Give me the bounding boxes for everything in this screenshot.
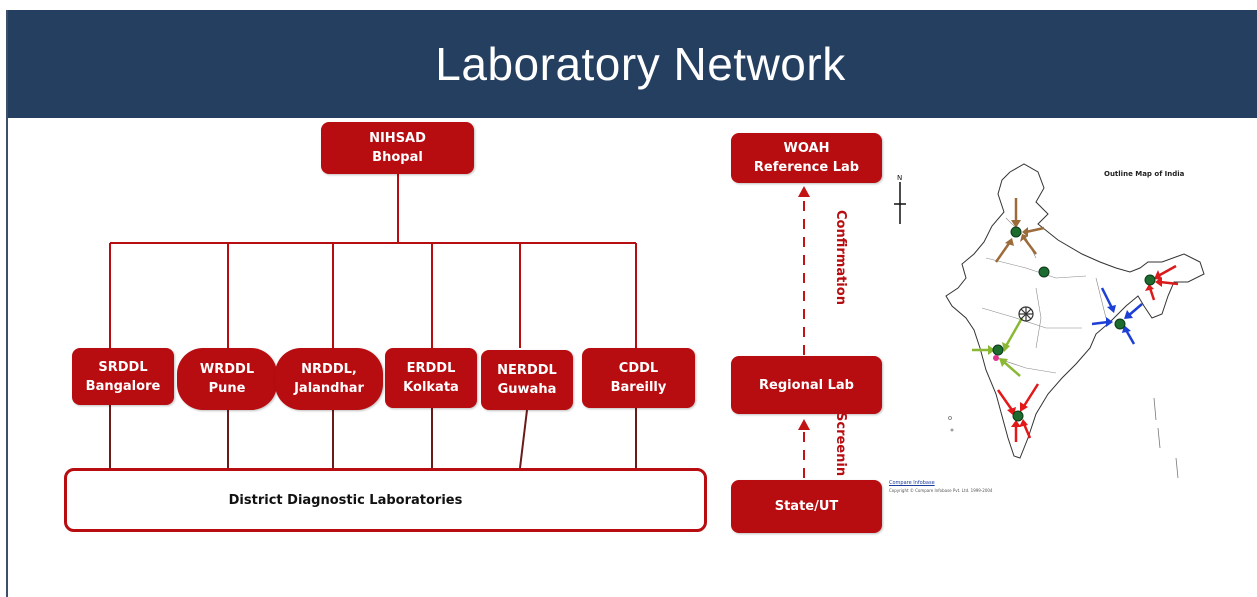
lab-dot-guwahati	[1144, 274, 1156, 286]
svg-text:N: N	[897, 174, 902, 182]
lab-dot-jalandhar	[1010, 226, 1022, 238]
lab-dot-bareilly	[1038, 266, 1050, 278]
slide-title: Laboratory Network	[435, 38, 846, 90]
regional-box-line1: ERDDL	[406, 361, 456, 376]
south-red-arrows	[996, 383, 1040, 442]
regional-lab-label: Regional Lab	[759, 377, 854, 393]
woah-line1: WOAH	[783, 141, 830, 156]
map-title: Outline Map of India	[1104, 170, 1185, 178]
map-copyright: Copyright © Compare Infobase Pvt. Ltd. 1…	[889, 488, 993, 493]
slide-left-border	[6, 10, 8, 597]
regional-box-line1: CDDL	[618, 361, 659, 376]
west-green-arrows	[972, 317, 1024, 377]
regional-box-line2: Guwaha	[497, 382, 557, 397]
nihsad-line2: Bhopal	[372, 150, 423, 165]
regional-box-line1: NERDDL	[497, 363, 557, 378]
state-ut-box: State/UT	[731, 480, 882, 533]
regional-box-erddl: ERDDL Kolkata	[385, 348, 477, 408]
lab-dot-bangalore	[1012, 410, 1024, 422]
nihsad-pink-dot	[993, 355, 999, 361]
map-brand: Compare Infobase	[889, 480, 935, 486]
state-ut-label: State/UT	[774, 499, 839, 514]
regional-box-line1: WRDDL	[199, 362, 255, 377]
lab-dot-pune	[992, 344, 1004, 356]
slide-header: Laboratory Network	[8, 10, 1257, 118]
lab-location-dots	[992, 226, 1156, 422]
confirmation-label: Confirmation	[833, 210, 848, 305]
regional-lab-box: Regional Lab	[731, 356, 882, 414]
india-outline-map: N	[894, 163, 1205, 479]
screening-label: Screenin	[833, 412, 848, 477]
woah-box: WOAH Reference Lab	[731, 133, 882, 183]
regional-box-line2: Bangalore	[85, 378, 161, 394]
nihsad-box: NIHSAD Bhopal	[321, 122, 474, 174]
regional-box-line2: Bareilly	[610, 380, 667, 395]
district-labs-box: District Diagnostic Laboratories	[64, 468, 707, 532]
district-labs-label: District Diagnostic Laboratories	[228, 492, 463, 508]
northeast-red-arrows	[1145, 264, 1179, 301]
regional-box-line2: Pune	[208, 381, 246, 396]
india-outline	[945, 163, 1205, 459]
north-arrow-icon: N	[894, 174, 906, 224]
regional-box-line1: SRDDL	[98, 359, 148, 375]
regional-box-nerddl: NERDDL Guwaha	[481, 350, 573, 410]
regional-box-line2: Jalandhar	[294, 381, 364, 396]
regional-box-wrddl: WRDDL Pune	[177, 348, 277, 410]
regional-box-nrddl: NRDDL, Jalandhar	[275, 348, 383, 410]
regional-box-line2: Kolkata	[403, 380, 459, 395]
watermark-icon	[1018, 306, 1034, 322]
nihsad-line1: NIHSAD	[369, 131, 426, 146]
regional-box-srddl: SRDDL Bangalore	[72, 348, 174, 405]
regional-box-cddl: CDDL Bareilly	[582, 348, 695, 408]
woah-line2: Reference Lab	[753, 160, 860, 175]
lab-dot-kolkata	[1114, 318, 1126, 330]
north-arrows	[994, 198, 1045, 263]
regional-box-line1: NRDDL,	[301, 362, 357, 377]
